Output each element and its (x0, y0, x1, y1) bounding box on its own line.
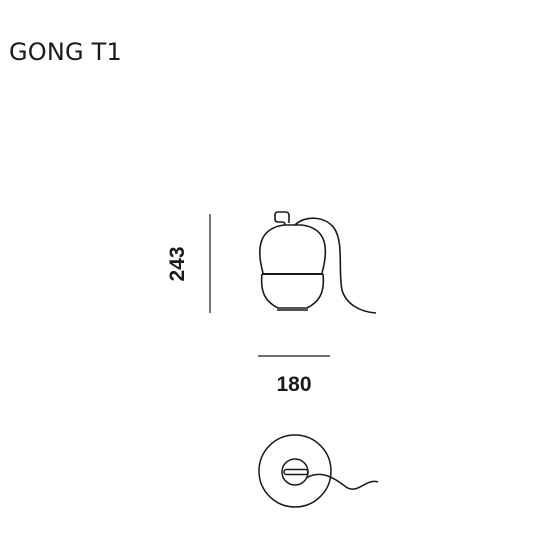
height-dimension-label: 243 (166, 246, 189, 282)
lamp-top-center-ring (281, 458, 309, 486)
lamp-handle (274, 211, 290, 226)
power-cable (294, 217, 377, 314)
lamp-top-handle (283, 468, 309, 476)
lamp-top-outline (258, 434, 332, 508)
power-cable-plan (305, 473, 379, 490)
lamp-upper-shade (259, 224, 327, 274)
width-dimension-label: 180 (276, 373, 312, 396)
lamp-side-view (259, 211, 377, 314)
lamp-base (260, 273, 325, 309)
lamp-top-view (258, 434, 379, 508)
product-title: GONG T1 (9, 38, 122, 66)
